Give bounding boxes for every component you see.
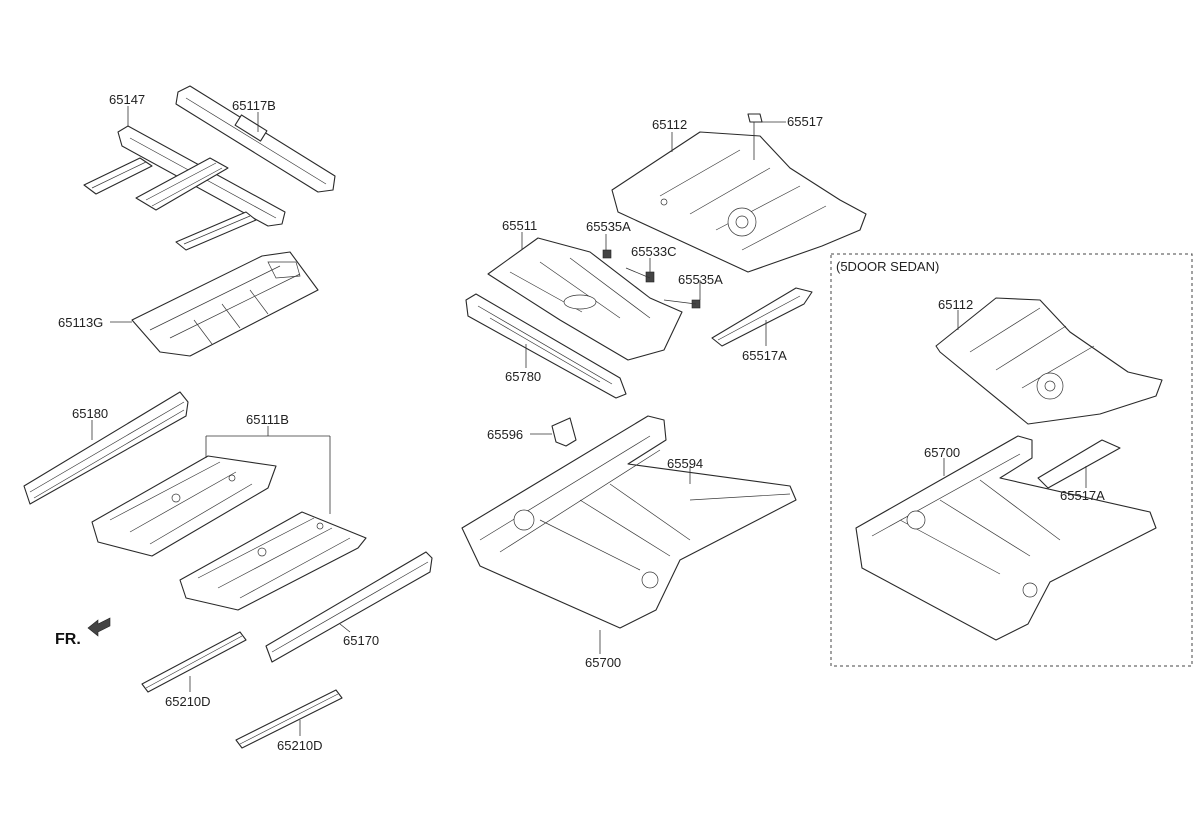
part-rear-panel-65511	[487, 237, 683, 361]
part-center-floor-panel-65111B-lower	[179, 511, 367, 611]
front-label: FR.	[55, 631, 81, 648]
label-65210D-b: 65210D	[277, 738, 323, 753]
label-65517A: 65517A	[742, 348, 787, 363]
label-65210D-a: 65210D	[165, 694, 211, 709]
variant-5door-sedan-box	[830, 253, 1193, 667]
label-65117B: 65117B	[232, 98, 276, 113]
label-65517: 65517	[787, 114, 823, 129]
part-rear-floor-member-65700-variant	[855, 435, 1157, 641]
part-rear-floor-member-65700	[461, 415, 797, 629]
label-65533C: 65533C	[631, 244, 677, 259]
label-65594: 65594	[667, 456, 703, 471]
label-65517A-variant: 65517A	[1060, 488, 1105, 503]
label-65180: 65180	[72, 406, 108, 421]
label-65113G: 65113G	[58, 315, 103, 330]
part-rear-floor-65112-variant	[935, 297, 1163, 425]
part-bracket-65596	[551, 417, 577, 447]
part-rear-floor-65112	[611, 131, 867, 273]
leader-lines	[91, 106, 1087, 736]
part-reinforcement-65210D-a	[141, 631, 247, 693]
label-65780: 65780	[505, 369, 541, 384]
part-side-rail-65180	[23, 391, 189, 505]
label-65111B: 65111B	[246, 412, 289, 427]
part-crossmember-rear-65117B	[175, 85, 336, 193]
label-65700-variant: 65700	[924, 445, 960, 460]
part-member-65517A	[711, 287, 813, 347]
part-nut-65535A-a	[602, 249, 612, 259]
label-65700: 65700	[585, 655, 621, 670]
label-65596: 65596	[487, 427, 523, 442]
label-65112-variant: 65112	[938, 297, 973, 312]
part-rear-skirt-65780	[465, 293, 627, 399]
part-member-65517A-variant	[1037, 439, 1121, 489]
front-arrow-icon	[87, 617, 111, 637]
part-reinforcement-65210D-b	[235, 689, 343, 749]
part-center-floor-panel-65111B-upper	[91, 455, 277, 557]
label-65147: 65147	[109, 92, 145, 107]
variant-title: (5DOOR SEDAN)	[836, 259, 939, 274]
label-65535A-a: 65535A	[586, 219, 631, 234]
label-65535A-b: 65535A	[678, 272, 723, 287]
part-floor-panel-65113G	[131, 251, 319, 357]
label-65170: 65170	[343, 633, 379, 648]
part-crossmember-assembly-front	[83, 125, 286, 251]
label-65112: 65112	[652, 117, 687, 132]
label-65511: 65511	[502, 218, 537, 233]
part-side-member-65170	[265, 551, 433, 663]
